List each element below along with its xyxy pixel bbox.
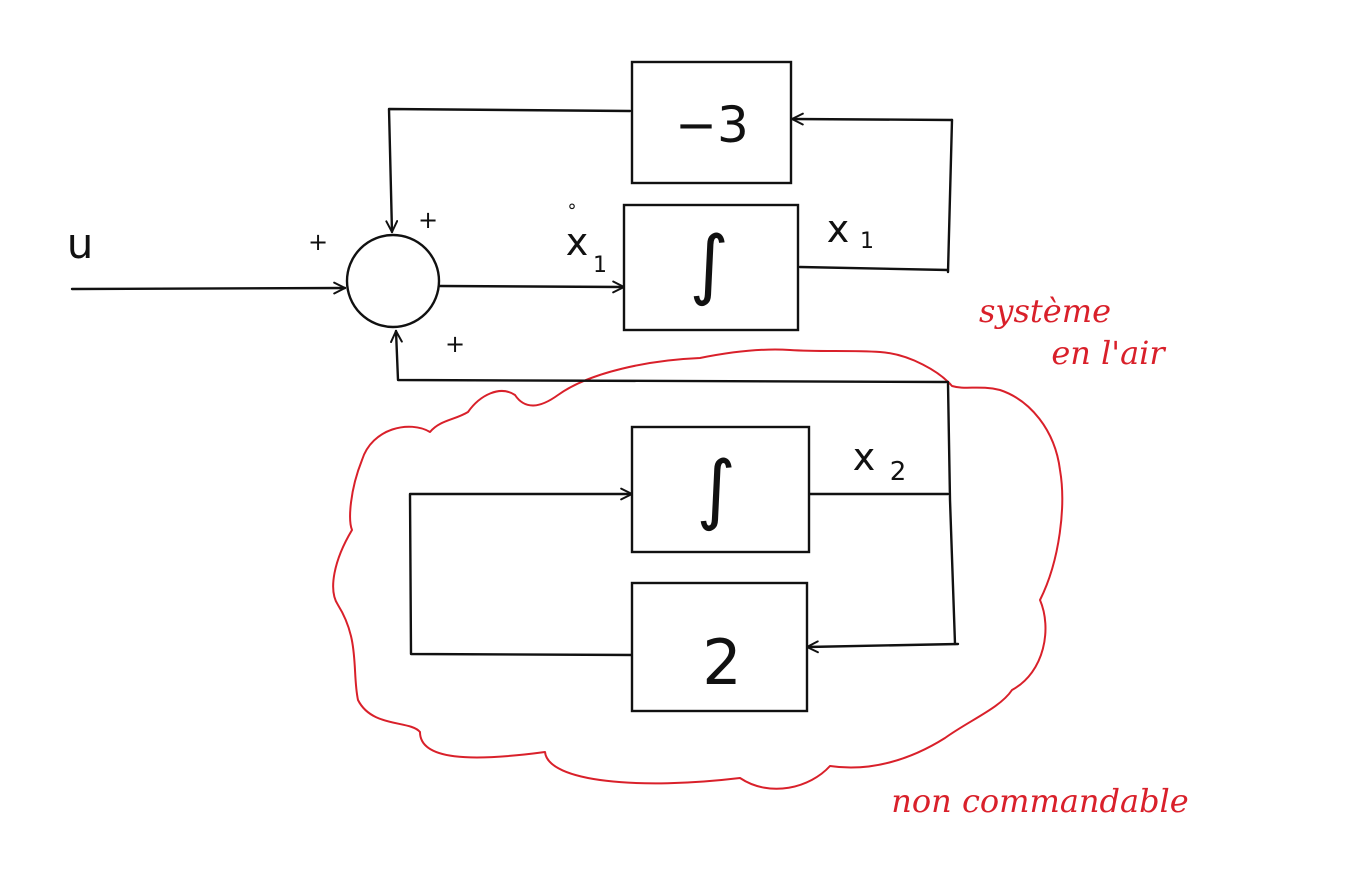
sign-bottom-plus: +: [445, 330, 465, 358]
integrator-block-bottom: [630, 425, 811, 554]
x1-base: x: [827, 207, 850, 251]
x1-dot-subscript: 1: [593, 253, 607, 278]
annotation-system-line1: système: [979, 292, 1111, 330]
label-x1-dot: ∘ x 1: [566, 196, 607, 278]
uncontrollable-region-outline: [332, 348, 1064, 790]
gain-bottom-value: 2: [702, 626, 741, 699]
x2-to-summer-wire: [390, 329, 950, 384]
input-wire: [70, 281, 347, 295]
gain-block-top: [630, 60, 793, 185]
x1-dot-mark: ∘: [566, 196, 577, 217]
x2-base: x: [853, 435, 876, 479]
summing-junction: [345, 233, 441, 329]
x1-output-wire: [798, 265, 950, 272]
x2-to-gain-wire: [805, 640, 960, 654]
sign-top-plus: +: [418, 206, 438, 234]
integral-symbol-bottom: ∫: [696, 444, 736, 533]
annotation-system-line2: en l'air: [1051, 334, 1166, 372]
gain-top-value: −3: [675, 96, 749, 154]
x1-feedback-riser: [946, 118, 954, 274]
x1-to-gain-wire: [790, 112, 954, 126]
x2-bus-vertical: [946, 382, 957, 646]
integrator-block-top: [622, 203, 800, 332]
sign-input-plus: +: [308, 228, 328, 256]
gain-top-to-summer-wire: [385, 107, 632, 234]
x1-subscript: 1: [860, 229, 874, 254]
annotation-non-commandable: non commandable: [891, 782, 1188, 820]
label-x2: x 2: [853, 435, 907, 487]
x2-subscript: 2: [890, 457, 907, 487]
input-label-u: u: [67, 219, 94, 268]
label-x1: x 1: [827, 207, 874, 254]
gain-block-bottom: [630, 581, 809, 713]
integral-symbol-top: ∫: [689, 219, 729, 308]
gain-bottom-feedback-wire: [408, 487, 638, 657]
x1-dot-base: x: [566, 220, 589, 264]
summer-to-integrator-wire: [438, 280, 626, 294]
